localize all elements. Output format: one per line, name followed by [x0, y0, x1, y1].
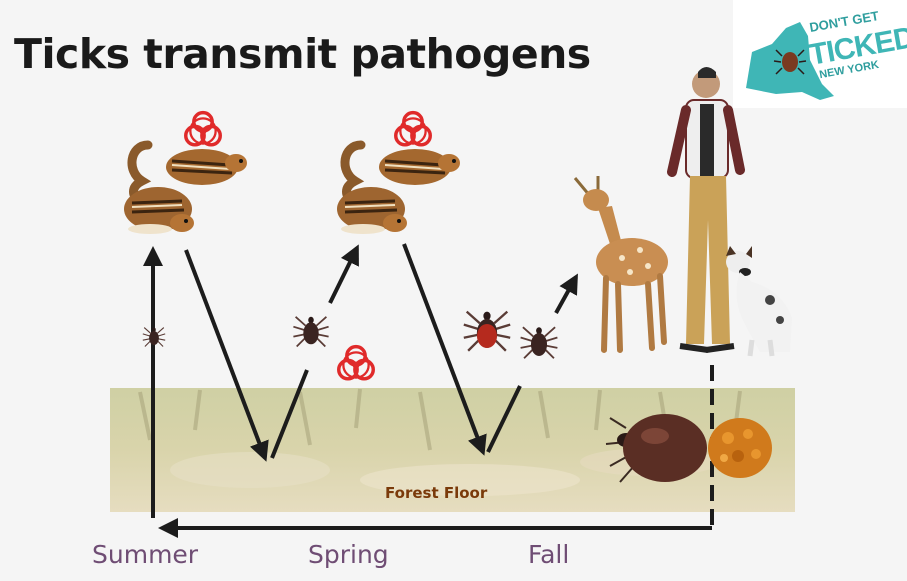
- larva-tick-icon: [143, 328, 165, 347]
- adult-male-tick-icon: [521, 327, 558, 358]
- biohazard-icon: [339, 347, 374, 379]
- arrow-up-deer: [556, 277, 576, 313]
- chipmunk-icon: [337, 145, 460, 234]
- logo-text: DON'T GET TICKED NEW YORK: [733, 0, 907, 108]
- forest-floor-label: Forest Floor: [385, 484, 487, 502]
- deer-icon: [575, 176, 668, 350]
- season-label-summer: Summer: [92, 540, 198, 569]
- season-label-fall: Fall: [528, 540, 569, 569]
- adult-female-tick-icon: [464, 312, 510, 351]
- chipmunk-icon: [124, 145, 247, 234]
- arrow-up-chipmunk2: [330, 248, 357, 303]
- season-label-spring: Spring: [308, 540, 389, 569]
- nymph-tick-icon: [293, 317, 328, 347]
- biohazard-icon: [396, 113, 431, 145]
- dog-icon: [726, 246, 792, 356]
- person-icon: [672, 67, 740, 350]
- biohazard-icon: [186, 113, 221, 145]
- egg-mass-icon: [708, 418, 772, 478]
- slide-title: Ticks transmit pathogens: [14, 30, 591, 78]
